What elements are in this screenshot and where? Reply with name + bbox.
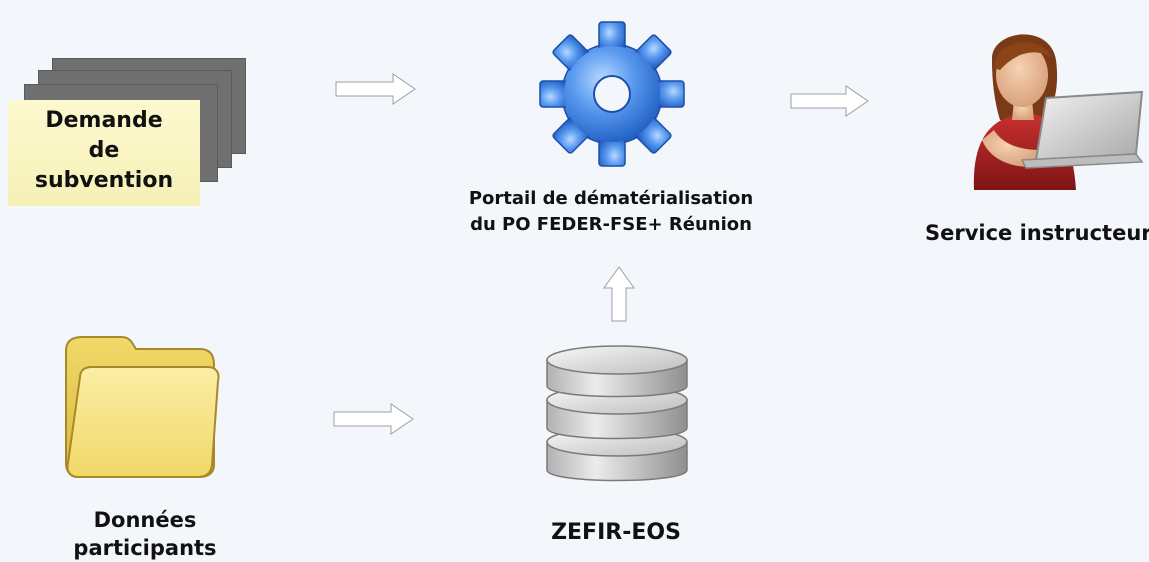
portal-label: Portail de dématérialisation du PO FEDER… <box>446 186 776 238</box>
document-label: Demande de subvention <box>8 106 200 196</box>
participants-label-line2: participants <box>73 536 217 560</box>
participants-label-line1: Données <box>93 508 197 532</box>
document-sheet-front <box>8 100 200 206</box>
service-label: Service instructeur <box>925 221 1149 245</box>
arrow-icon <box>603 266 635 322</box>
arrow-icon <box>790 85 869 117</box>
folder-icon <box>65 336 220 478</box>
user-laptop-icon <box>973 34 1144 190</box>
database-label: ZEFIR-EOS <box>551 520 681 545</box>
gear-icon <box>539 21 685 167</box>
participants-label: Données participants <box>40 506 250 562</box>
portal-label-line1: Portail de dématérialisation <box>468 188 754 209</box>
document-label-line1: Demande <box>45 108 163 133</box>
arrow-icon <box>335 73 416 105</box>
document-label-line3: subvention <box>34 168 174 193</box>
database-icon <box>546 345 688 482</box>
portal-label-line2: du PO FEDER-FSE+ Réunion <box>470 214 752 235</box>
document-label-line2: de <box>88 138 120 163</box>
arrow-icon <box>333 403 414 435</box>
